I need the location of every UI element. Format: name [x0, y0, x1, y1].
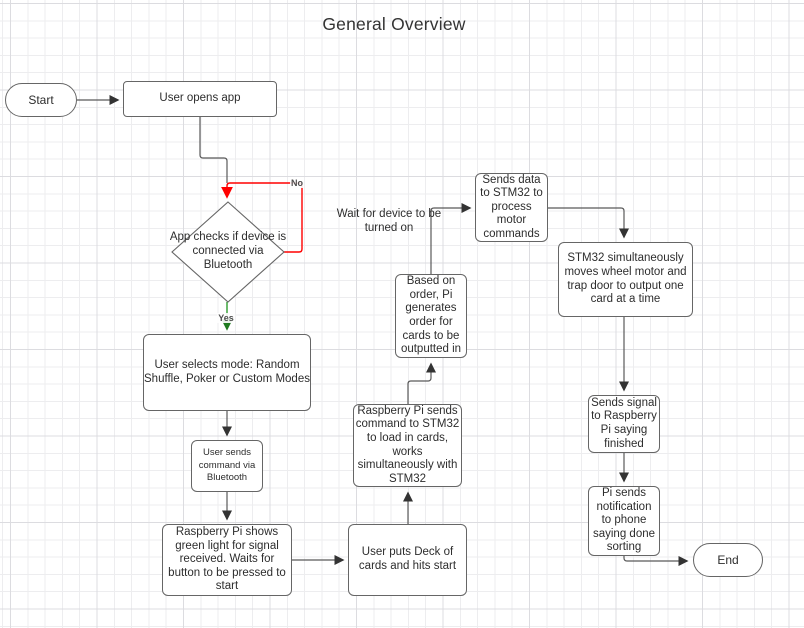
node-send-command[interactable]: User sends command via Bluetooth: [191, 440, 263, 492]
edge-label-yes: Yes: [217, 313, 235, 323]
node-generate-order[interactable]: Based on order, Pi generates order for c…: [395, 274, 467, 358]
edge-pisends-to-order: [407, 362, 437, 404]
node-user-opens-app-label: User opens app: [159, 92, 241, 105]
edge-label-no: No: [290, 178, 304, 188]
edge-notification-to-end: [623, 555, 689, 567]
node-put-deck-label: User puts Deck of cards and hits start: [358, 546, 457, 572]
node-put-deck[interactable]: User puts Deck of cards and hits start: [348, 524, 467, 596]
node-sends-signal[interactable]: Sends signal to Raspberry Pi saying fini…: [588, 395, 660, 453]
node-pi-sends-command-label: Raspberry Pi sends command to STM32 to l…: [355, 404, 460, 485]
node-start-label: Start: [28, 92, 54, 107]
node-bluetooth-check-label[interactable]: App checks if device is connected via Bl…: [169, 231, 287, 271]
decision-diamond-shape[interactable]: [171, 201, 285, 303]
edge-order-to-sendsdata: [430, 202, 472, 274]
node-select-mode-label: User selects mode: Random Shuffle, Poker…: [144, 358, 310, 385]
node-user-opens-app[interactable]: User opens app: [123, 81, 277, 117]
node-stm32-moves[interactable]: STM32 simultaneously moves wheel motor a…: [558, 242, 693, 317]
node-stm32-moves-label: STM32 simultaneously moves wheel motor a…: [564, 252, 687, 306]
node-pi-green-light-label: Raspberry Pi shows green light for signa…: [168, 526, 286, 593]
node-sends-data[interactable]: Sends data to STM32 to process motor com…: [475, 173, 548, 242]
node-end-label: End: [717, 552, 739, 567]
diagram-title[interactable]: General Overview: [322, 14, 466, 34]
node-sends-signal-label: Sends signal to Raspberry Pi saying fini…: [591, 396, 657, 450]
node-pi-green-light[interactable]: Raspberry Pi shows green light for signa…: [162, 524, 292, 596]
node-send-command-label: User sends command via Bluetooth: [198, 447, 256, 484]
node-pi-sends-command[interactable]: Raspberry Pi sends command to STM32 to l…: [353, 404, 462, 487]
edge-open-app-to-check: [199, 117, 228, 183]
node-pi-notification-label: Pi sends notification to phone saying do…: [592, 487, 656, 554]
node-select-mode[interactable]: User selects mode: Random Shuffle, Poker…: [143, 334, 311, 411]
wait-note[interactable]: Wait for device to be turned on: [336, 208, 442, 235]
node-end[interactable]: End: [693, 543, 763, 577]
node-sends-data-label: Sends data to STM32 to process motor com…: [480, 173, 543, 240]
edge-sendsdata-to-stm32: [548, 207, 630, 239]
node-start[interactable]: Start: [5, 83, 77, 117]
node-generate-order-label: Based on order, Pi generates order for c…: [400, 275, 462, 356]
node-pi-notification[interactable]: Pi sends notification to phone saying do…: [588, 486, 660, 556]
